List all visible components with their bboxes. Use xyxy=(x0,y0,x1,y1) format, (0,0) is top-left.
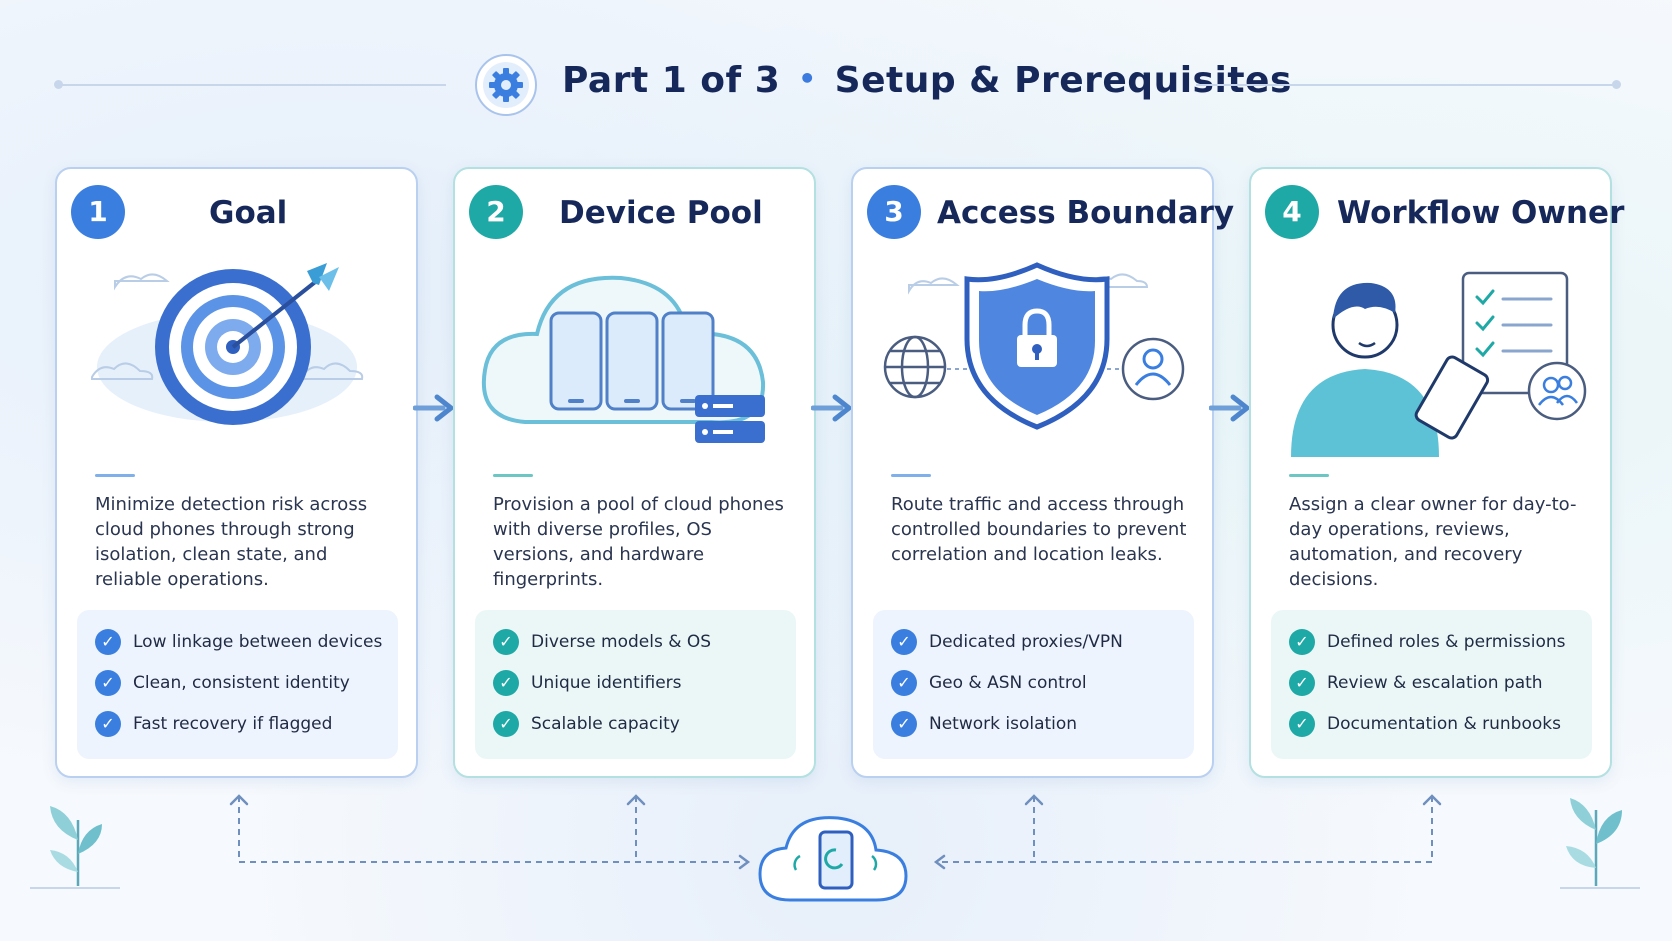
check-icon: ✓ xyxy=(493,670,519,696)
card-access-boundary: 3 Access Boundary Route traffic and acce… xyxy=(851,167,1234,778)
plant-left-icon xyxy=(50,806,102,886)
check-icon: ✓ xyxy=(493,629,519,655)
check-label: Geo & ASN control xyxy=(929,673,1087,693)
accent-line xyxy=(891,474,931,477)
arrow-right-icon xyxy=(811,394,852,422)
header-line-left xyxy=(58,84,446,86)
check-item: ✓ Geo & ASN control xyxy=(891,669,1087,697)
check-label: Defined roles & permissions xyxy=(1327,632,1566,652)
header-line-right xyxy=(1196,84,1616,86)
check-item: ✓ Clean, consistent identity xyxy=(95,669,350,697)
step-number: 1 xyxy=(71,185,125,239)
card-title: Workflow Owner xyxy=(1337,195,1625,231)
check-item: ✓ Scalable capacity xyxy=(493,710,680,738)
check-label: Documentation & runbooks xyxy=(1327,714,1561,734)
checklist: ✓ Low linkage between devices ✓ Clean, con… xyxy=(77,610,398,759)
card-description: Minimize detection risk across cloud pho… xyxy=(95,494,368,590)
check-icon: ✓ xyxy=(1289,629,1315,655)
card-device-pool: 2 Device Pool Provision a pool of cloud … xyxy=(453,167,816,778)
check-icon: ✓ xyxy=(493,711,519,737)
card-title: Goal xyxy=(209,195,288,231)
card-description: Assign a clear owner for day-to-day oper… xyxy=(1289,494,1577,590)
bottom-connector-diagram xyxy=(30,794,1640,902)
card-description: Provision a pool of cloud phones with di… xyxy=(493,494,784,590)
check-icon: ✓ xyxy=(891,711,917,737)
check-item: ✓ Documentation & runbooks xyxy=(1289,710,1561,738)
check-icon: ✓ xyxy=(95,629,121,655)
check-item: ✓ Unique identifiers xyxy=(493,669,682,697)
check-item: ✓ Dedicated proxies/VPN xyxy=(891,628,1123,656)
step-number: 2 xyxy=(469,185,523,239)
check-label: Clean, consistent identity xyxy=(133,673,350,693)
gear-icon xyxy=(475,54,537,116)
arrow-right-icon xyxy=(413,394,454,422)
check-item: ✓ Fast recovery if flagged xyxy=(95,710,332,738)
card-title: Device Pool xyxy=(559,195,763,231)
step-number: 3 xyxy=(867,185,921,239)
page-title: Part 1 of 3 • Setup & Prerequisites xyxy=(562,60,1292,101)
check-label: Review & escalation path xyxy=(1327,673,1543,693)
target-icon xyxy=(91,263,364,425)
check-icon: ✓ xyxy=(1289,670,1315,696)
checklist: ✓ Diverse models & OS ✓ Unique identifiers… xyxy=(475,610,796,759)
check-label: Diverse models & OS xyxy=(531,632,712,652)
check-label: Low linkage between devices xyxy=(133,632,383,652)
check-icon: ✓ xyxy=(891,670,917,696)
card-description: Route traffic and access through control… xyxy=(891,494,1187,565)
card-workflow-owner: 4 Workflow Owner Assign a clear owner fo… xyxy=(1249,167,1624,778)
arrow-right-icon xyxy=(1209,394,1250,422)
card-goal: 1 Goal Minimize detection risk across cl… xyxy=(55,167,418,778)
check-label: Fast recovery if flagged xyxy=(133,714,333,734)
check-icon: ✓ xyxy=(95,670,121,696)
header: Part 1 of 3 • Setup & Prerequisites xyxy=(0,50,1672,120)
title-separator: • xyxy=(798,62,817,95)
card-title: Access Boundary xyxy=(937,195,1235,231)
check-icon: ✓ xyxy=(891,629,917,655)
title-topic: Setup & Prerequisites xyxy=(834,60,1292,101)
checklist: ✓ Dedicated proxies/VPN ✓ Geo & ASN contro… xyxy=(873,610,1194,759)
check-item: ✓ Network isolation xyxy=(891,710,1077,738)
accent-line xyxy=(493,474,533,477)
check-icon: ✓ xyxy=(1289,711,1315,737)
check-item: ✓ Defined roles & permissions xyxy=(1289,628,1566,656)
check-label: Unique identifiers xyxy=(531,673,682,693)
check-label: Network isolation xyxy=(929,714,1078,734)
plant-right-icon xyxy=(1566,798,1622,886)
checklist: ✓ Defined roles & permissions ✓ Review & e… xyxy=(1271,610,1592,759)
title-part: Part 1 of 3 xyxy=(562,60,781,101)
check-item: ✓ Diverse models & OS xyxy=(493,628,711,656)
header-line-dot-right xyxy=(1612,80,1621,89)
person-checklist-icon xyxy=(1291,271,1587,457)
check-label: Dedicated proxies/VPN xyxy=(929,632,1123,652)
check-item: ✓ Review & escalation path xyxy=(1289,669,1543,697)
cloud-phones-icon xyxy=(481,275,766,443)
check-item: ✓ Low linkage between devices xyxy=(95,628,382,656)
accent-line xyxy=(95,474,135,477)
check-icon: ✓ xyxy=(95,711,121,737)
accent-line xyxy=(1289,474,1329,477)
check-label: Scalable capacity xyxy=(531,714,680,734)
step-number: 4 xyxy=(1265,185,1319,239)
shield-lock-icon xyxy=(883,262,1185,430)
